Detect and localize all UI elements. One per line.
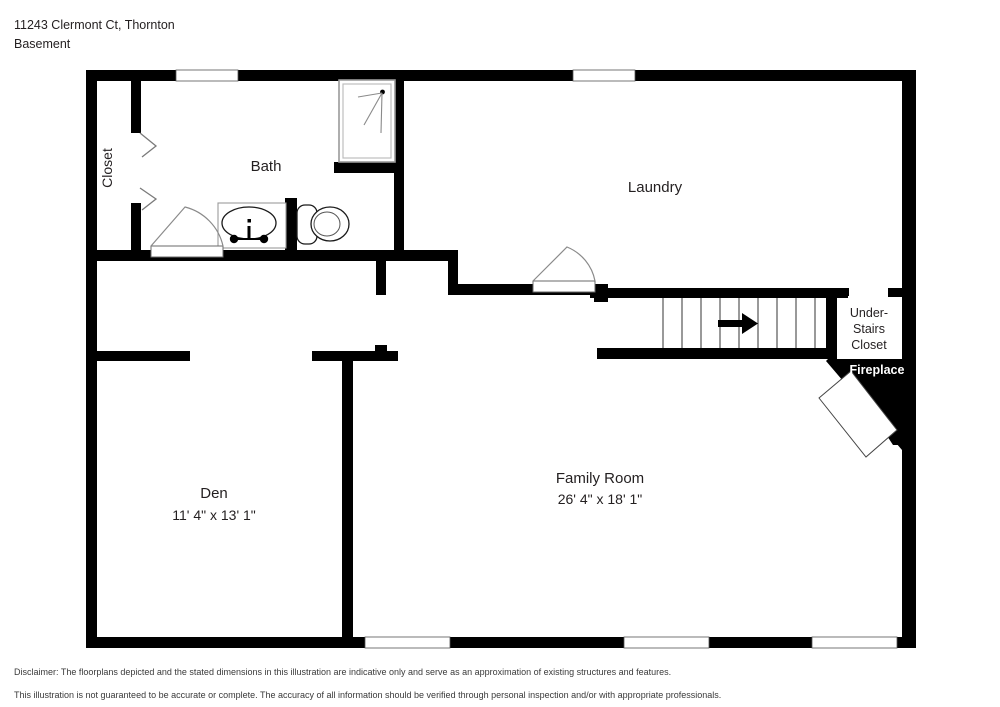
wall-den-right bbox=[342, 351, 353, 641]
understairs-line-3: Closet bbox=[851, 338, 887, 352]
room-label-understairs-closet: Under- Stairs Closet bbox=[850, 306, 888, 352]
bifold-door-closet-upper bbox=[139, 132, 158, 158]
floor-level-label: Basement bbox=[14, 37, 71, 51]
wall-bath-right-upper bbox=[394, 81, 404, 165]
window-bottom-3 bbox=[811, 636, 898, 649]
window-top-2 bbox=[572, 69, 636, 82]
room-label-bath: Bath bbox=[251, 158, 282, 175]
wall-mid-step-vert bbox=[448, 250, 458, 295]
den-dimensions: 11' 4" x 13' 1" bbox=[172, 507, 256, 523]
window-group-bottom bbox=[364, 636, 898, 649]
wall-shower-bottom bbox=[334, 162, 404, 173]
window-bottom-2 bbox=[623, 636, 710, 649]
wall-den-left-stub bbox=[86, 351, 190, 361]
room-label-den: Den 11' 4" x 13' 1" bbox=[172, 485, 256, 523]
wall-toilet-partition bbox=[285, 198, 297, 250]
wall-understairs-nub-right bbox=[888, 288, 902, 297]
family-room-name: Family Room bbox=[556, 470, 644, 487]
understairs-line-2: Stairs bbox=[853, 322, 885, 336]
wall-stairs-right bbox=[826, 288, 837, 359]
room-label-laundry: Laundry bbox=[628, 179, 683, 196]
stairs-direction-arrow bbox=[718, 313, 758, 334]
wall-stairs-bottom bbox=[597, 348, 837, 359]
window-group-top bbox=[175, 69, 636, 82]
fireplace bbox=[818, 359, 902, 458]
wall-understairs-nub-left bbox=[837, 288, 849, 296]
page-footer: Disclaimer: The floorplans depicted and … bbox=[14, 661, 721, 707]
bifold-door-closet-lower bbox=[139, 187, 158, 211]
room-label-family-room: Family Room 26' 4" x 18' 1" bbox=[556, 470, 644, 507]
property-address: 11243 Clermont Ct, Thornton bbox=[14, 18, 175, 32]
disclaimer-line-1: Disclaimer: The floorplans depicted and … bbox=[14, 667, 672, 677]
wall-stub-bath bbox=[376, 250, 386, 295]
feature-label-fireplace: Fireplace bbox=[850, 363, 905, 377]
wall-closet-upper bbox=[131, 81, 141, 133]
shower-icon bbox=[338, 79, 396, 163]
fireplace-hearth bbox=[818, 370, 898, 458]
hinged-door-laundry bbox=[532, 246, 596, 293]
sink-icon bbox=[217, 202, 287, 249]
window-top-1 bbox=[175, 69, 239, 82]
wall-den-top-nub bbox=[375, 345, 387, 353]
stairs bbox=[662, 298, 816, 348]
wall-mid-right bbox=[448, 284, 608, 295]
family-room-dimensions: 26' 4" x 18' 1" bbox=[558, 491, 643, 507]
wall-stairs-top bbox=[590, 288, 848, 298]
page-header: 11243 Clermont Ct, Thornton Basement bbox=[14, 16, 175, 54]
disclaimer-line-2: This illustration is not guaranteed to b… bbox=[14, 690, 722, 700]
toilet-icon bbox=[296, 204, 350, 245]
wall-bath-right-lower bbox=[394, 173, 404, 250]
room-label-closet: Closet bbox=[99, 148, 115, 188]
interior-walls bbox=[86, 81, 902, 641]
hinged-door-bath bbox=[150, 206, 224, 258]
den-name: Den bbox=[200, 485, 228, 502]
understairs-line-1: Under- bbox=[850, 306, 888, 320]
wall-den-top-stub bbox=[312, 351, 398, 361]
wall-closet-lower bbox=[131, 203, 141, 250]
window-bottom-1 bbox=[364, 636, 451, 649]
wall-mid-left bbox=[86, 250, 458, 261]
